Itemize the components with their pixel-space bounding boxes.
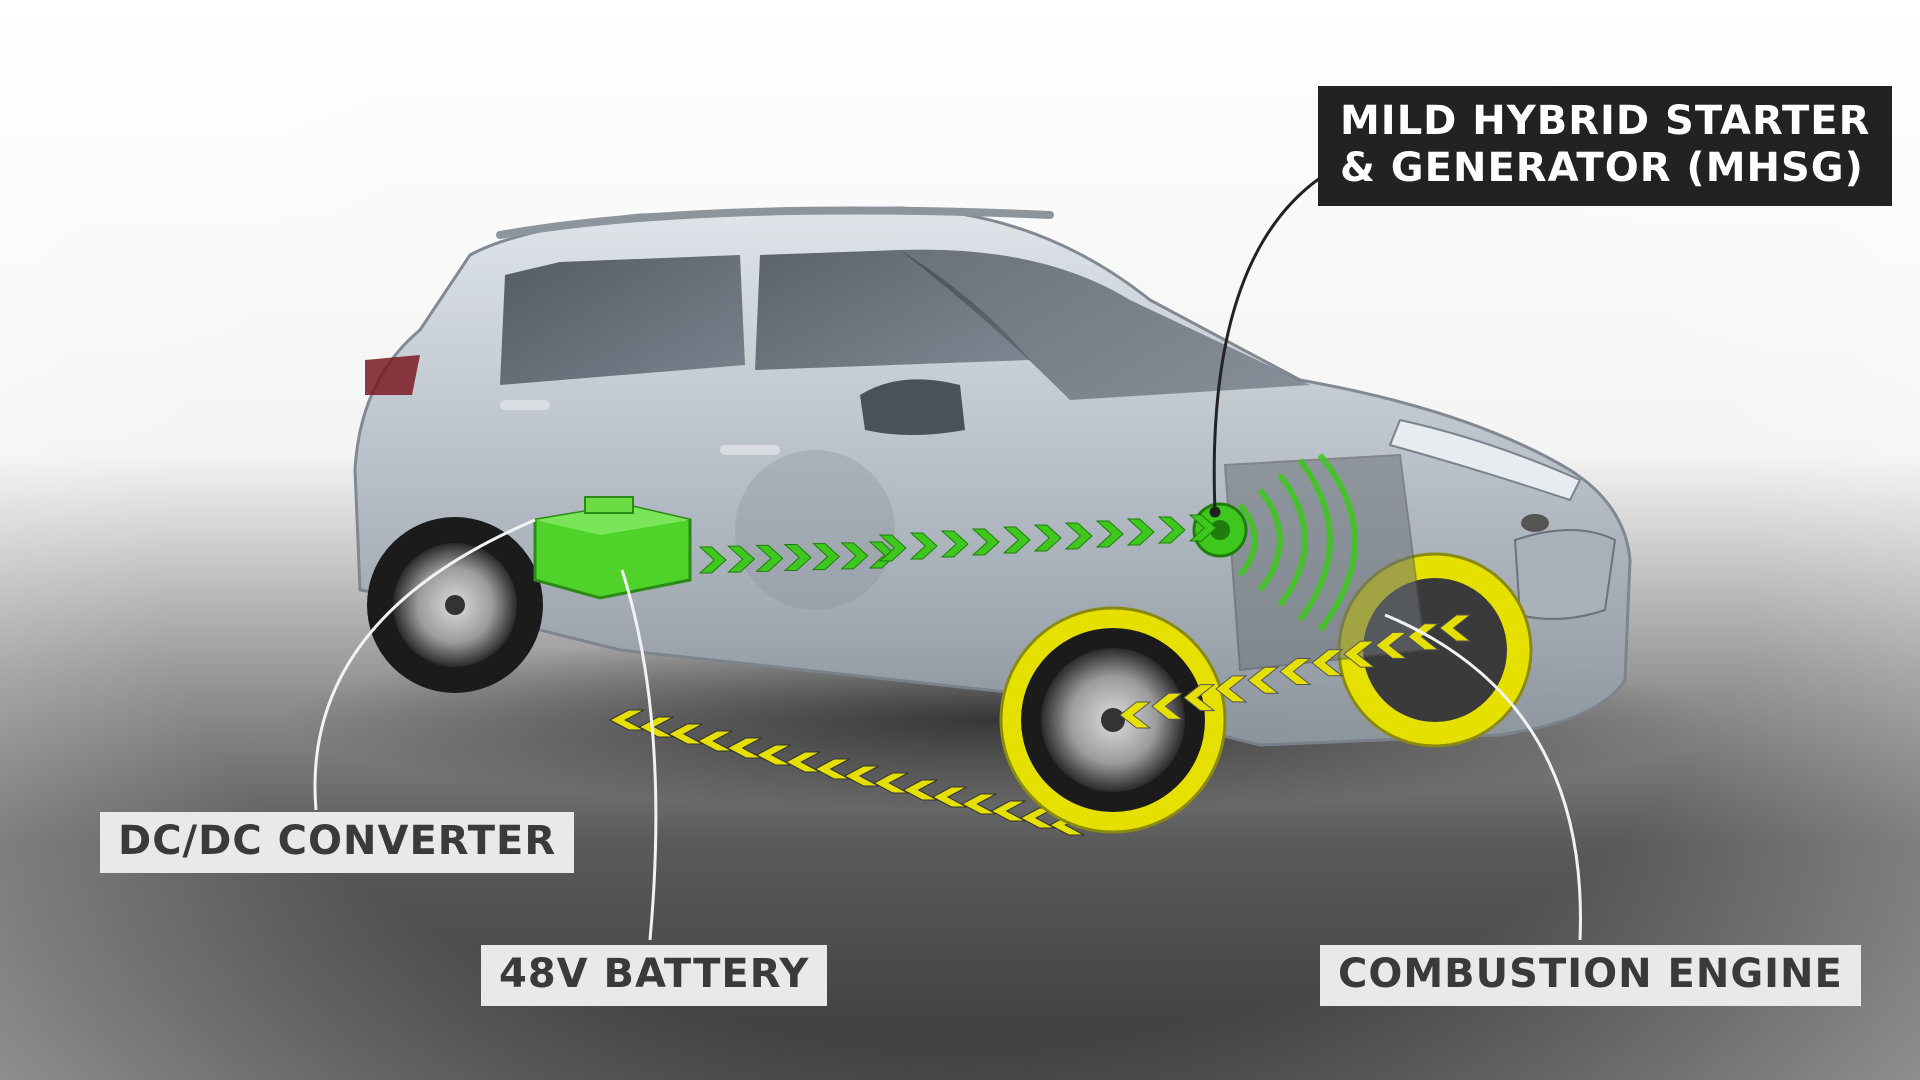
mechanical-flow-chevron [1311, 649, 1344, 677]
callout-mhsg-line [1212, 176, 1321, 513]
front-door-window [755, 250, 1030, 370]
electric-flow-chevron [1033, 524, 1062, 552]
mechanical-flow-chevron [843, 765, 879, 787]
windshield [900, 249, 1310, 400]
kia-badge [1521, 514, 1549, 532]
label-48v-battery: 48V BATTERY [481, 945, 828, 1007]
electric-flow-chevron [1002, 526, 1031, 554]
mechanical-flow-chevron [1183, 684, 1216, 712]
label-mhsg-line2: & GENERATOR (MHSG) [1340, 145, 1864, 192]
electric-flow-chevron [1157, 516, 1186, 544]
side-mirror [860, 379, 965, 435]
electric-flow-chevron [1188, 514, 1217, 542]
mechanical-flow-chevron [755, 744, 791, 766]
mechanical-flow-chevron [1279, 658, 1312, 685]
mechanical-flow-chevron [1407, 623, 1440, 651]
callout-battery-line [620, 569, 658, 941]
mechanical-flow-chevron [1119, 701, 1152, 729]
mechanical-flow-wheel [1119, 614, 1472, 729]
mechanical-flow-chevron [1151, 692, 1184, 720]
mhsg-energy-waves [1237, 453, 1358, 632]
rear-window [500, 255, 745, 385]
front-grille [1513, 529, 1617, 620]
door-handle-front [720, 445, 780, 455]
roof-rail [496, 206, 1054, 239]
electric-flow-chevrons [698, 514, 1217, 574]
mechanical-flow-chevron [784, 751, 821, 773]
mhsg-unit-illustration [1192, 502, 1248, 558]
electric-flow-chevron [727, 545, 756, 573]
mechanical-flow-chevron [1019, 807, 1055, 829]
mechanical-flow-chevron [1215, 675, 1248, 703]
mechanical-flow-chevron [667, 723, 703, 745]
electric-flow-chevron [909, 532, 938, 560]
electric-flow-chevron [878, 534, 907, 562]
electric-flow-chevron [840, 542, 869, 570]
mechanical-flow-chevron [696, 730, 733, 752]
interior-rear-wheel [735, 450, 895, 610]
electric-flow-chevron [971, 528, 1000, 556]
callout-dcdc-line [313, 518, 536, 811]
callout-engine-line [1384, 613, 1582, 941]
tail-light [365, 355, 420, 395]
headlight [1388, 418, 1582, 502]
label-mhsg-line1: MILD HYBRID STARTER [1340, 98, 1871, 144]
mechanical-flow-chevron [638, 716, 674, 738]
electric-flow-chevron [1126, 518, 1155, 546]
front-left-wheel [999, 606, 1227, 834]
electric-flow-chevron [698, 546, 727, 574]
callout-mhsg-dot [1209, 506, 1221, 518]
mechanical-flow-chevron [931, 786, 967, 808]
mechanical-flow-ground [608, 709, 1085, 836]
mechanical-flow-chevron [1439, 614, 1472, 642]
electric-flow-chevron [783, 544, 812, 571]
electric-flow-chevron [812, 543, 841, 571]
label-combustion-engine: COMBUSTION ENGINE [1320, 945, 1861, 1007]
mechanical-flow-chevron [608, 709, 645, 731]
callout-lines-light [313, 518, 1582, 941]
electric-flow-chevron [1064, 522, 1093, 550]
label-dc-dc-converter: DC/DC CONVERTER [100, 812, 575, 874]
battery-48v-illustration [533, 496, 692, 600]
door-handle-rear [500, 400, 550, 410]
electric-flow-chevron [755, 544, 784, 572]
rear-wheel [367, 517, 543, 693]
label-mhsg: MILD HYBRID STARTER & GENERATOR (MHSG) [1318, 86, 1893, 207]
mechanical-flow-chevron [872, 772, 909, 794]
mechanical-flow-chevron [990, 800, 1026, 822]
mechanical-flow-chevron [814, 758, 850, 780]
mechanical-flow-chevron [726, 737, 762, 759]
electric-flow-chevron [940, 530, 969, 558]
callout-lines [1209, 176, 1321, 518]
mechanical-flow-chevron [960, 793, 997, 815]
electric-flow-chevron [1095, 520, 1124, 548]
mechanical-flow-chevron [1343, 640, 1376, 668]
mechanical-flow-chevron [1375, 631, 1408, 659]
mechanical-flow-chevron [902, 779, 938, 801]
mechanical-flow-chevron [1247, 666, 1280, 694]
